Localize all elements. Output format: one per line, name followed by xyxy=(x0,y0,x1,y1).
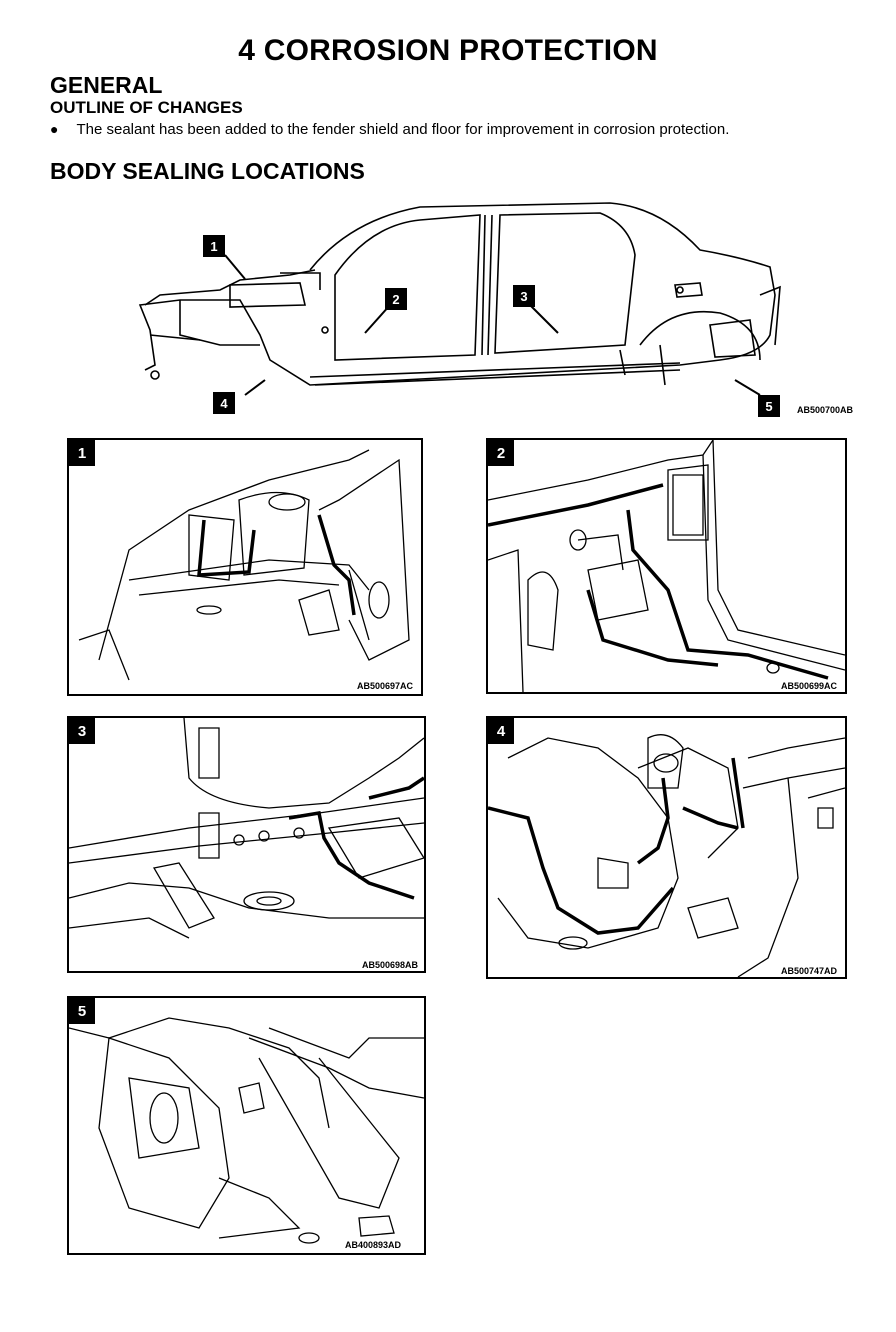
body-overview-illustration: 1 2 3 4 5 AB500700AB xyxy=(120,195,870,420)
general-heading: GENERAL xyxy=(50,72,163,98)
outline-of-changes-heading: OUTLINE OF CHANGES xyxy=(50,98,243,117)
bullet-text: The sealant has been added to the fender… xyxy=(76,121,730,138)
callout-4: 4 xyxy=(213,392,235,414)
detail-panel-2: 2 AB500699AC xyxy=(486,438,847,694)
callout-5: 5 xyxy=(758,395,780,417)
detail-panel-1: 1 AB500697AC xyxy=(67,438,423,696)
detail-drawing-2 xyxy=(488,440,845,692)
overview-figure-code: AB500700AB xyxy=(797,405,854,415)
detail-drawing-3 xyxy=(69,718,424,939)
bullet-dot-icon: ● xyxy=(50,121,59,137)
detail-panel-3: 3 AB500698AB xyxy=(67,716,426,973)
detail-drawing-1 xyxy=(78,449,410,681)
panel-figure-code: AB500699AC xyxy=(780,681,837,691)
detail-panel-4: 4 AB500747AD xyxy=(486,716,847,979)
panel-figure-code: AB400893AD xyxy=(345,1240,402,1250)
panel-figure-code: AB500698AB xyxy=(361,960,418,970)
callout-2: 2 xyxy=(385,288,407,310)
body-sealing-locations-heading: BODY SEALING LOCATIONS xyxy=(50,158,365,184)
panel-number-badge: 3 xyxy=(69,718,95,744)
panel-number-badge: 1 xyxy=(69,440,95,466)
detail-drawing-5 xyxy=(69,1017,424,1244)
panel-figure-code: AB500697AC xyxy=(356,681,413,691)
callout-1: 1 xyxy=(203,235,225,257)
bullet-item: ● The sealant has been added to the fend… xyxy=(50,121,729,138)
car-body-drawing xyxy=(138,202,781,396)
detail-drawing-4 xyxy=(488,734,845,977)
panel-figure-code: AB500747AD xyxy=(780,966,837,976)
panel-number-badge: 5 xyxy=(69,998,95,1024)
callout-3: 3 xyxy=(513,285,535,307)
detail-panel-5: 5 AB400893AD xyxy=(67,996,426,1255)
page-title: 4 CORROSION PROTECTION xyxy=(238,34,658,67)
panel-number-badge: 2 xyxy=(488,440,514,466)
panel-number-badge: 4 xyxy=(488,718,514,744)
